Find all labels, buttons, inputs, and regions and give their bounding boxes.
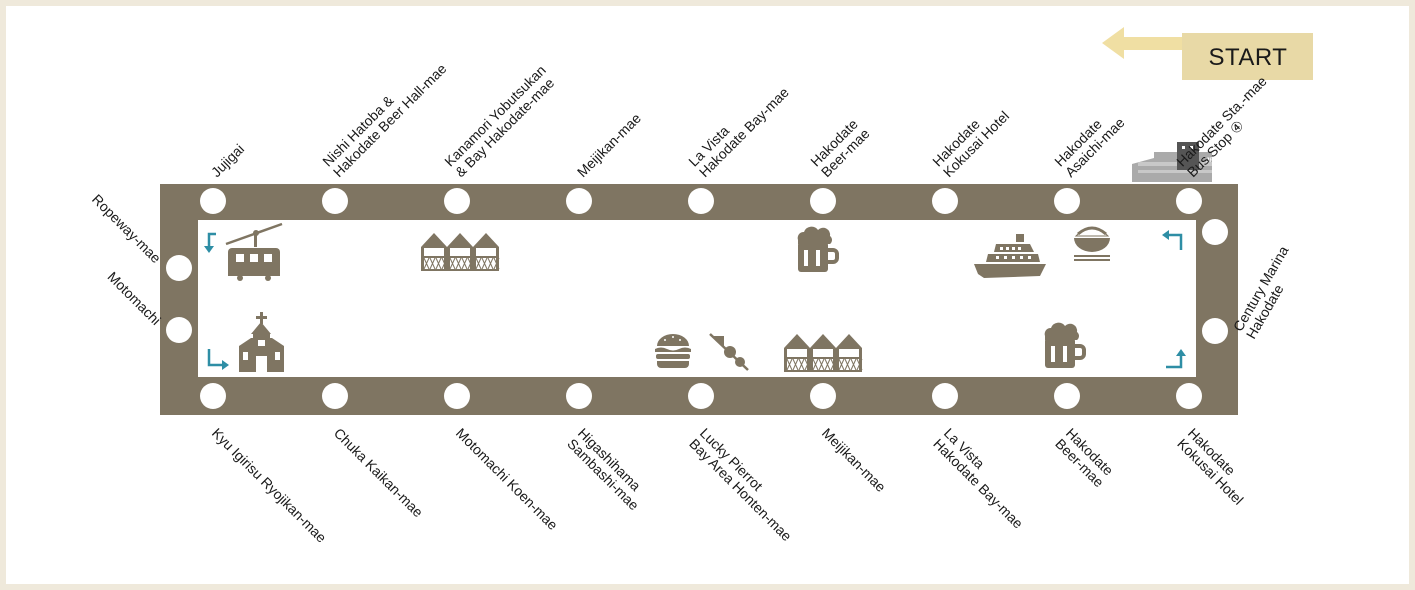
arrow-turn-right-icon bbox=[207, 349, 229, 370]
bus-stop-marker bbox=[444, 188, 470, 214]
bus-stop-marker bbox=[166, 255, 192, 281]
bus-stop-marker bbox=[200, 188, 226, 214]
ramen-bowl-icon bbox=[1074, 226, 1110, 261]
stop-label: La VistaHakodate Bay-mae bbox=[930, 425, 1037, 532]
jr-station-icon: JR bbox=[1132, 142, 1214, 182]
church-icon bbox=[239, 312, 284, 372]
stops-left bbox=[166, 255, 192, 343]
stop-label-line: Chuka Kaikan-mae bbox=[331, 425, 427, 521]
bus-stop-marker bbox=[932, 188, 958, 214]
stop-label: Motomachi Koen-mae bbox=[453, 425, 561, 533]
arrow-turn-left-icon bbox=[1162, 230, 1183, 250]
stop-label: Jujigai bbox=[208, 141, 247, 180]
start-arrow-icon bbox=[1102, 27, 1182, 59]
stop-label: Meijikan-mae bbox=[819, 425, 889, 495]
bus-stop-marker bbox=[810, 188, 836, 214]
ferry-icon bbox=[974, 234, 1046, 278]
stop-label-line: Kanamori Yobutsukan bbox=[441, 62, 549, 170]
direction-arrows bbox=[204, 230, 1186, 370]
skewer-icon bbox=[709, 333, 749, 371]
stop-label: Chuka Kaikan-mae bbox=[331, 425, 427, 521]
bus-stop-marker bbox=[688, 188, 714, 214]
stop-label: HakodateKokusai Hotel bbox=[929, 97, 1012, 180]
stop-label-line: Meijikan-mae bbox=[574, 110, 644, 180]
stop-label: Meijikan-mae bbox=[574, 110, 644, 180]
stop-label: Motomachi bbox=[104, 268, 164, 328]
bus-stop-marker bbox=[688, 383, 714, 409]
start-sign: START bbox=[1102, 27, 1313, 80]
bus-stop-marker bbox=[810, 383, 836, 409]
stop-label-line: Kyu Igirisu Ryojikan-mae bbox=[209, 425, 330, 546]
stop-label: HakodateAsaichi-mae bbox=[1051, 104, 1128, 181]
stop-label: HakodateKokusai Hotel bbox=[1174, 425, 1257, 508]
stop-label-line: & Bay Hakodate-mae bbox=[452, 75, 558, 181]
burger-icon bbox=[655, 334, 691, 368]
stop-label-line: Ropeway-mae bbox=[89, 191, 164, 266]
arrow-turn-down-icon bbox=[204, 232, 216, 253]
stop-label: HakodateBeer-mae bbox=[807, 115, 873, 181]
bus-stop-marker bbox=[200, 383, 226, 409]
bus-stop-marker bbox=[1176, 383, 1202, 409]
arrow-turn-up-icon bbox=[1166, 349, 1186, 369]
stop-label: HakodateBeer-mae bbox=[1052, 425, 1118, 491]
stop-label: Kyu Igirisu Ryojikan-mae bbox=[209, 425, 330, 546]
stop-label: Hakodate Sta.-maeBus Stop ④ bbox=[1173, 73, 1280, 180]
stop-label: HigashihamaSambashi-mae bbox=[564, 425, 653, 514]
bus-route-loop bbox=[160, 184, 1238, 415]
stop-label-line: Meijikan-mae bbox=[819, 425, 889, 495]
stop-label-line: Hakodate Sta.-mae bbox=[1173, 73, 1270, 170]
bus-stop-marker bbox=[932, 383, 958, 409]
stop-label-line: Bay Area Honten-mae bbox=[686, 435, 795, 544]
stop-label-line: Hakodate Beer Hall-mae bbox=[330, 60, 450, 180]
bus-stop-marker bbox=[566, 383, 592, 409]
stop-label: Kanamori Yobutsukan& Bay Hakodate-mae bbox=[441, 62, 559, 180]
stops-bottom bbox=[200, 383, 1202, 409]
stop-label: Lucky PierrotBay Area Honten-mae bbox=[686, 425, 805, 544]
bus-stop-marker bbox=[322, 383, 348, 409]
beer-mug-icon bbox=[1044, 322, 1086, 368]
jr-mark: JR bbox=[1206, 158, 1214, 164]
stop-label: La VistaHakodate Bay-mae bbox=[685, 73, 792, 180]
warehouse-icon bbox=[421, 233, 500, 271]
bus-stop-marker bbox=[1176, 188, 1202, 214]
bus-stop-marker bbox=[1202, 219, 1228, 245]
bus-stop-marker bbox=[322, 188, 348, 214]
warehouse-icon bbox=[784, 334, 863, 372]
bus-stop-marker bbox=[566, 188, 592, 214]
start-box bbox=[1182, 33, 1313, 80]
ropeway-icon bbox=[225, 222, 283, 281]
stop-label: Ropeway-mae bbox=[89, 191, 164, 266]
stop-label-line: Motomachi bbox=[104, 268, 164, 328]
bus-stop-marker bbox=[444, 383, 470, 409]
route-map-frame: START JR bbox=[6, 6, 1409, 584]
bus-stop-marker bbox=[1054, 188, 1080, 214]
stop-label-line: Motomachi Koen-mae bbox=[453, 425, 561, 533]
stop-label-line: Jujigai bbox=[208, 141, 247, 180]
bus-stop-marker bbox=[1202, 318, 1228, 344]
start-label: START bbox=[1209, 44, 1288, 71]
stop-label: Century MarinaHakodate bbox=[1230, 243, 1305, 342]
stops-top bbox=[200, 188, 1202, 214]
bus-stop-marker bbox=[1054, 383, 1080, 409]
beer-mug-icon bbox=[797, 226, 839, 272]
stops-right bbox=[1202, 219, 1228, 344]
stop-label: Nishi Hatoba &Hakodate Beer Hall-mae bbox=[319, 50, 449, 180]
bus-stop-marker bbox=[166, 317, 192, 343]
